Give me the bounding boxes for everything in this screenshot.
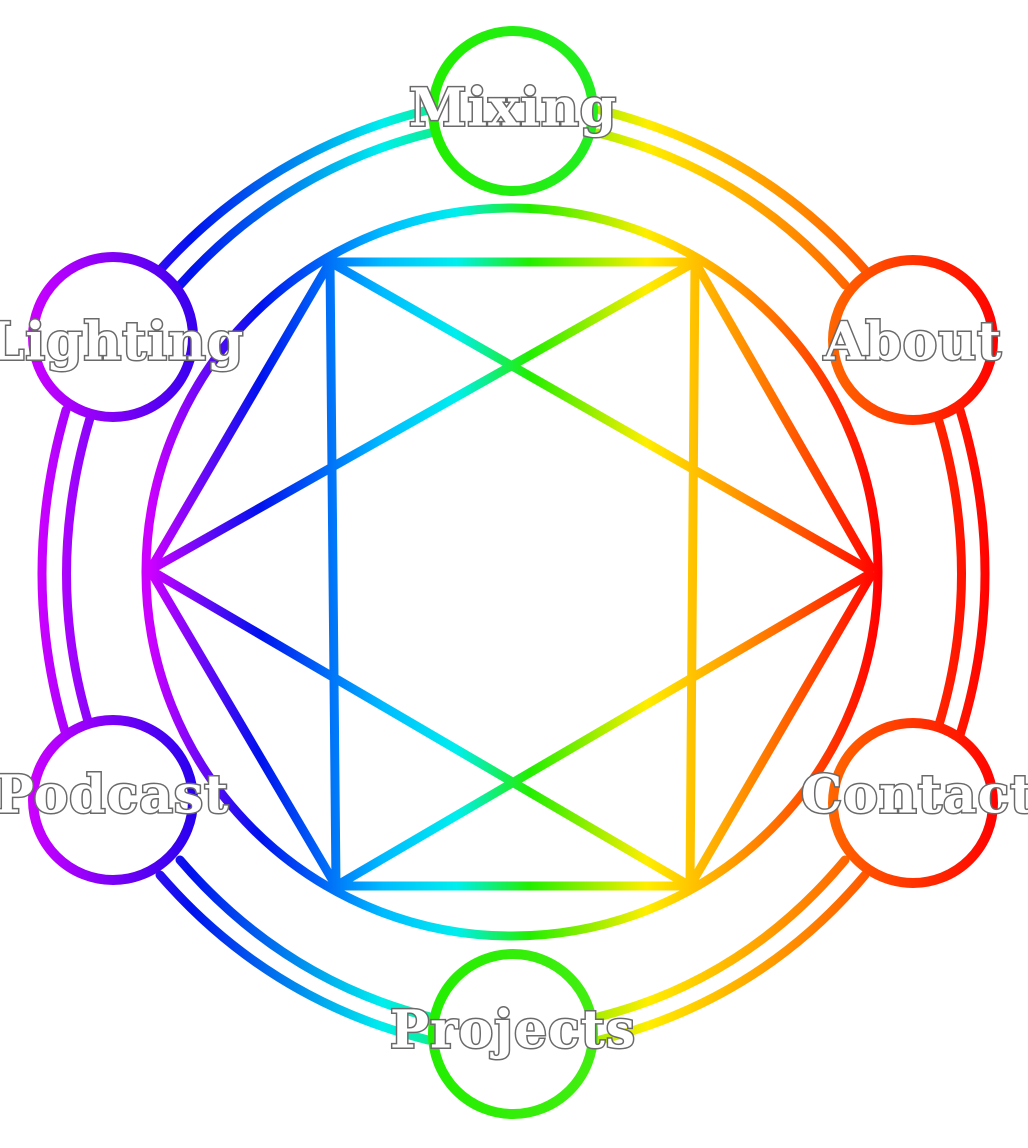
nav-node-lighting[interactable]: Lighting	[0, 252, 245, 422]
node-label-lighting[interactable]: Lighting	[0, 310, 245, 374]
inner-arc-lighting-mixing	[175, 128, 435, 290]
outer-arc-mixing-about	[595, 105, 870, 275]
nav-node-about[interactable]: About	[821, 255, 1003, 425]
star-rectangle	[325, 257, 700, 891]
star-edge-right-top	[691, 259, 877, 575]
star-diag-right-to-bottom-left	[333, 568, 876, 890]
inner-arc-mixing-about	[593, 128, 850, 290]
star-figure	[146, 257, 877, 891]
inner-arc-podcast-lighting	[62, 413, 95, 733]
nav-node-podcast[interactable]: Podcast	[0, 715, 230, 885]
node-label-about[interactable]: About	[821, 310, 1002, 374]
star-diag-left-to-top-right	[147, 258, 698, 574]
node-ring-mixing	[428, 26, 598, 196]
nav-node-mixing[interactable]: Mixing	[407, 26, 618, 196]
node-ring-about	[828, 255, 998, 425]
outer-arc-projects-podcast	[155, 870, 433, 1045]
star-edge-left-top	[146, 259, 334, 573]
outer-ring	[37, 105, 990, 1045]
outer-arc-contact-projects	[595, 870, 870, 1045]
star-edge-right-bottom	[686, 569, 877, 889]
node-label-contact[interactable]: Contact	[799, 763, 1028, 827]
outer-arc-about-contact	[955, 405, 990, 740]
node-label-projects[interactable]: Projects	[388, 998, 636, 1062]
node-label-mixing[interactable]: Mixing	[407, 76, 617, 140]
inner-arc-projects-podcast	[175, 855, 435, 1022]
inner-circle	[141, 203, 883, 941]
node-ring-lighting	[28, 252, 198, 422]
star-diag-left-to-bottom-right	[147, 566, 693, 890]
outer-arc-podcast-lighting	[37, 405, 71, 740]
node-ring-contact	[828, 718, 998, 888]
outer-arc-lighting-mixing	[155, 105, 433, 275]
nav-node-projects[interactable]: Projects	[388, 949, 637, 1119]
star-diag-right-to-top-left	[327, 258, 876, 576]
inner-arc-contact-projects	[593, 855, 850, 1022]
node-label-podcast[interactable]: Podcast	[0, 763, 230, 827]
node-ring-podcast	[28, 715, 198, 885]
star-edge-left-bottom	[146, 567, 340, 889]
nav-node-contact[interactable]: Contact	[799, 718, 1028, 888]
inner-arc-about-contact	[933, 413, 966, 733]
node-ring-projects	[428, 949, 598, 1119]
